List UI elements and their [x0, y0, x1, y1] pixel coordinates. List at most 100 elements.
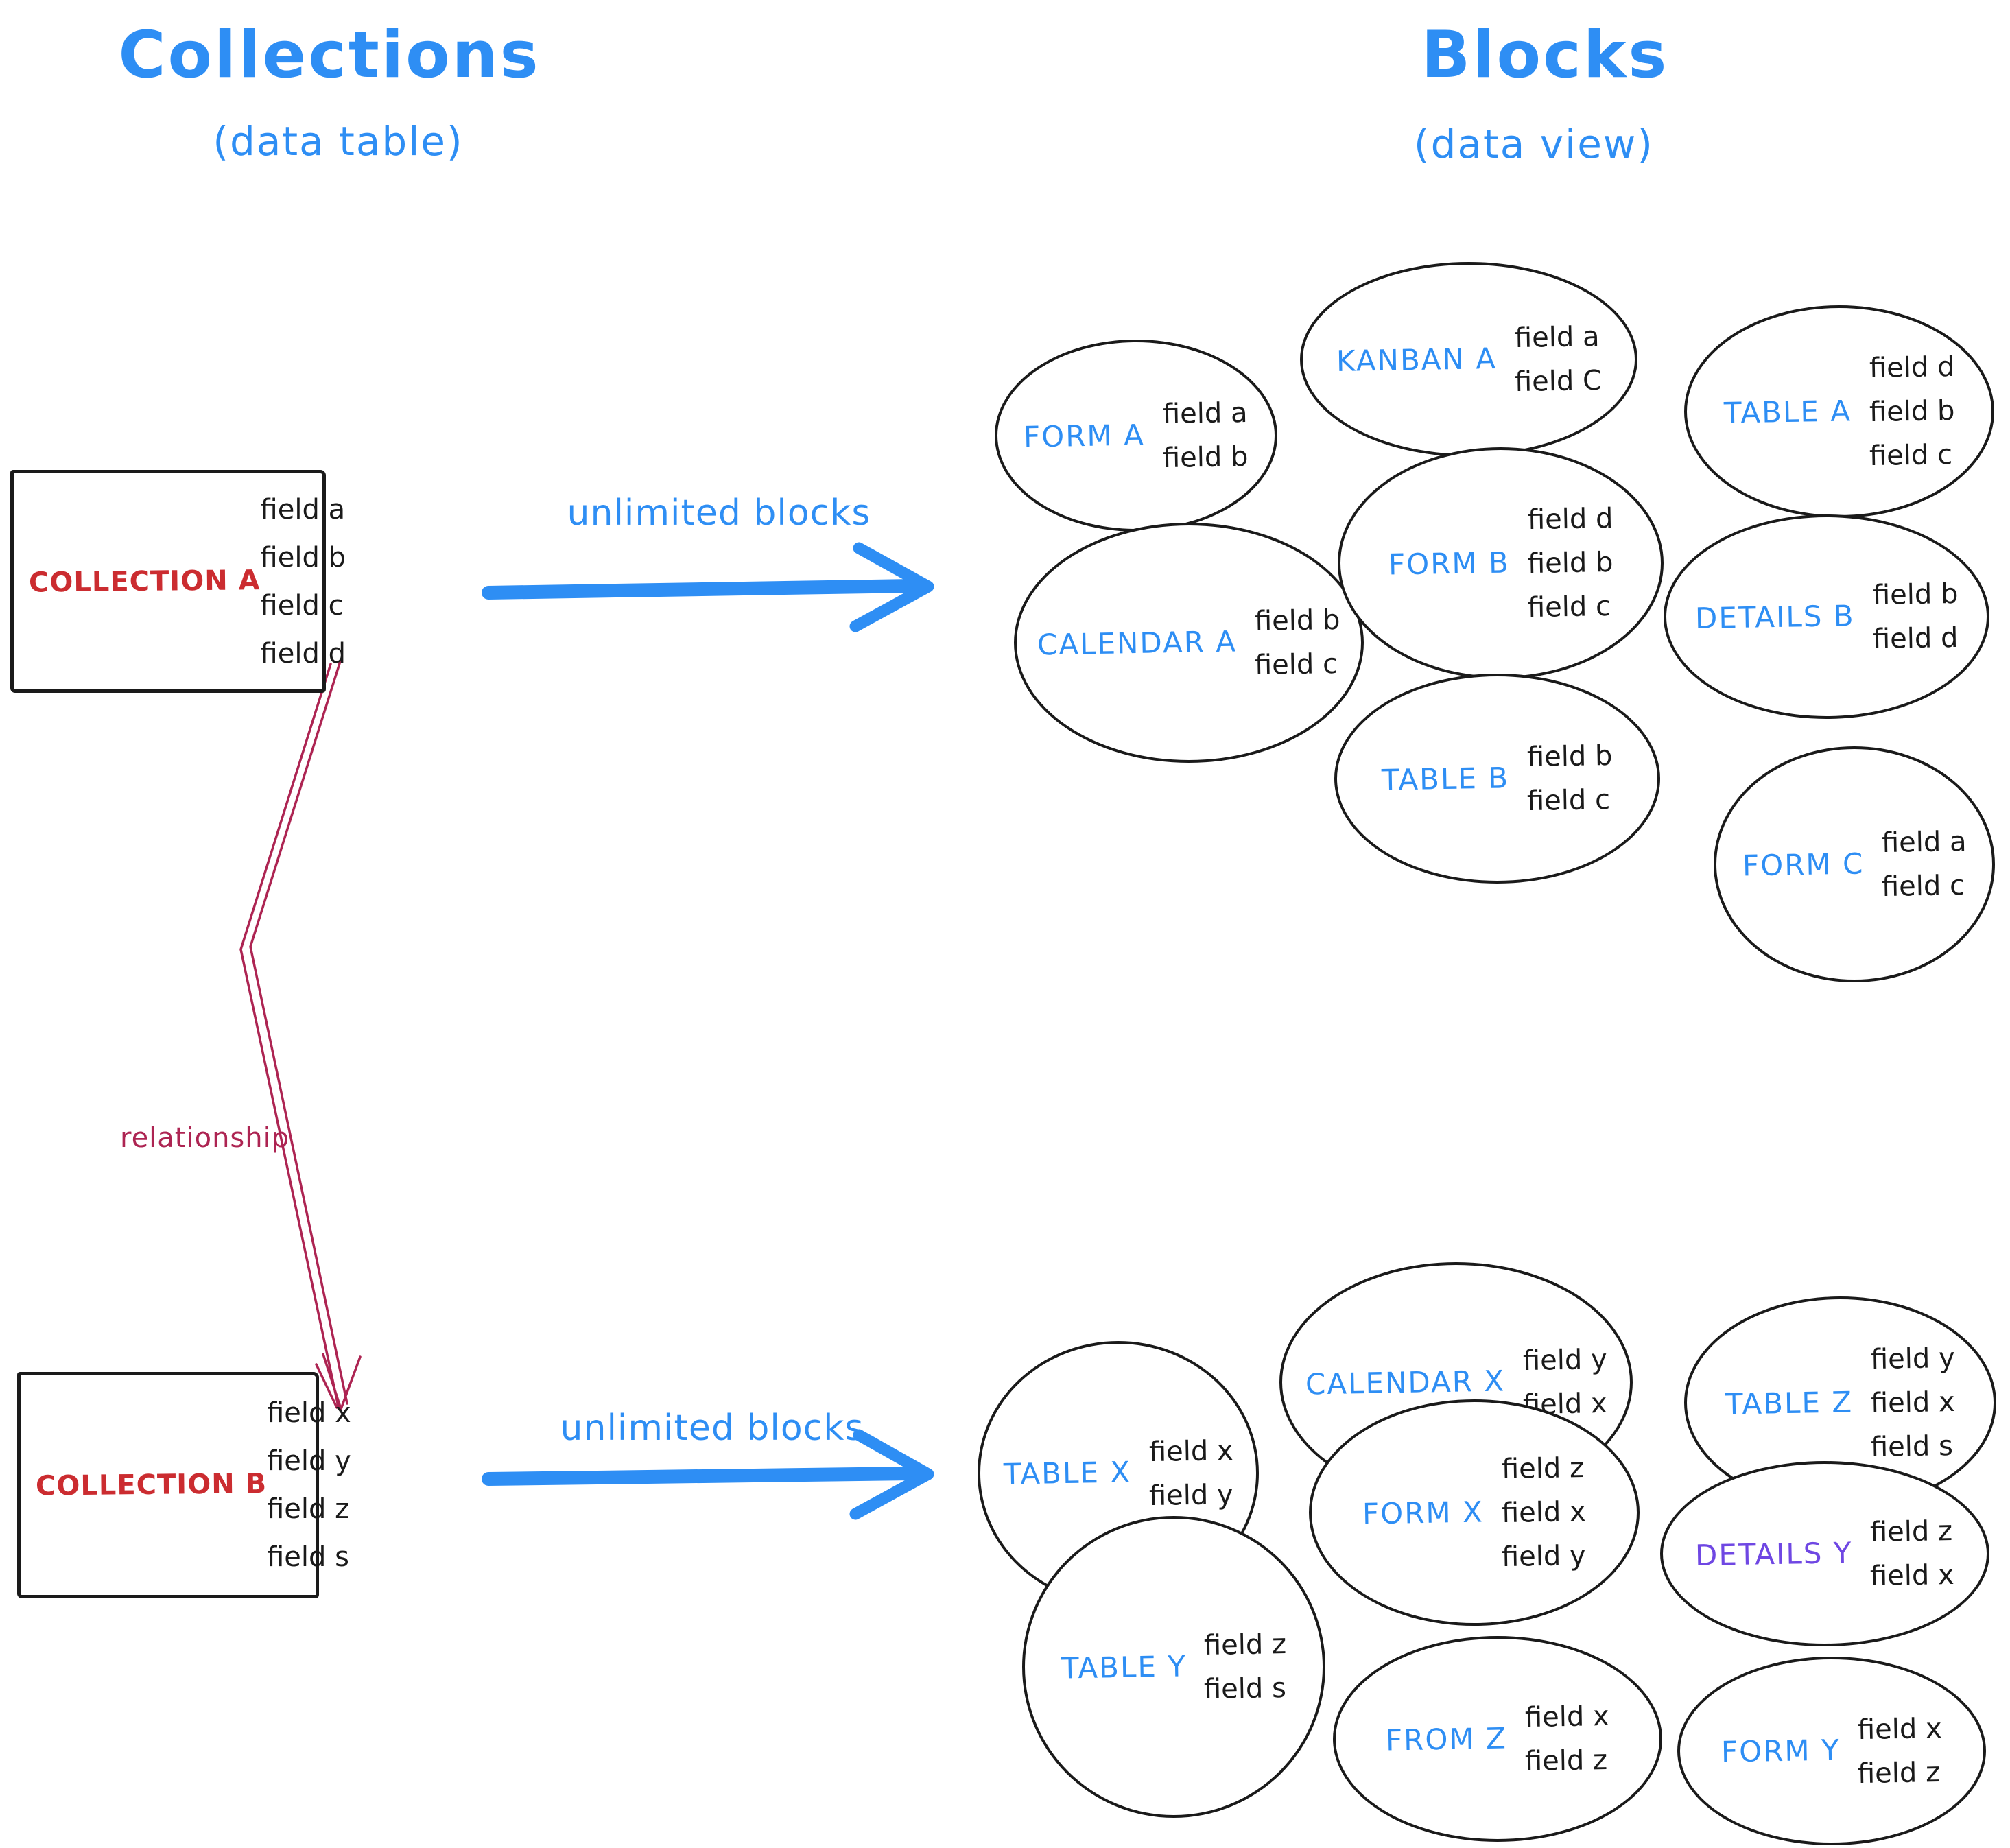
- block-field-list: field z field x field y: [1502, 1447, 1586, 1578]
- collections-title: Collections: [118, 18, 541, 93]
- block-label: FORM A: [1024, 417, 1146, 454]
- blocks-title: Blocks: [1421, 18, 1669, 93]
- block-label: TABLE B: [1381, 760, 1510, 797]
- collection-field: field z: [267, 1493, 350, 1525]
- block-label: FROM Z: [1385, 1720, 1508, 1757]
- block-form-c: FORM C field a field c: [1714, 746, 1995, 982]
- relationship-label: relationship: [120, 1122, 290, 1154]
- block-label: TABLE Z: [1725, 1384, 1854, 1421]
- block-field: field x: [1501, 1495, 1587, 1530]
- block-table-a: TABLE A field d field b field c: [1684, 305, 1994, 518]
- block-label: KANBAN A: [1336, 341, 1497, 378]
- unlimited-blocks-arrow-a: [482, 542, 934, 632]
- block-details-b: DETAILS B field b field d: [1664, 514, 1989, 719]
- block-field: field b: [1527, 546, 1613, 580]
- block-field: field b: [1526, 739, 1613, 774]
- block-field: field y: [1870, 1342, 1956, 1376]
- relationship-arrow: [239, 660, 362, 1410]
- block-field: field x: [1858, 1712, 1943, 1746]
- block-field: field b: [1872, 578, 1959, 612]
- block-form-b: FORM B field d field b field c: [1338, 447, 1664, 679]
- collections-subtitle: (data table): [213, 118, 464, 165]
- block-label: DETAILS B: [1694, 598, 1856, 635]
- block-field-list: field d field b field c: [1869, 346, 1954, 477]
- block-label: FORM X: [1362, 1494, 1485, 1531]
- collection-field-list: field a field b field c field d: [261, 486, 358, 678]
- block-label: DETAILS Y: [1694, 1535, 1853, 1572]
- block-field: field c: [1527, 590, 1611, 624]
- block-field: field d: [1869, 351, 1955, 385]
- block-details-y: DETAILS Y field z field x: [1660, 1461, 1989, 1646]
- block-form-y: FORM Y field x field z: [1677, 1657, 1986, 1845]
- block-label: FORM B: [1388, 545, 1511, 582]
- block-label: TABLE A: [1723, 393, 1852, 430]
- block-field-list: field b field c: [1526, 735, 1613, 822]
- block-field: field d: [1527, 502, 1613, 536]
- block-field: field x: [1869, 1559, 1955, 1593]
- block-label: TABLE Y: [1061, 1648, 1187, 1685]
- unlimited-blocks-label-a: unlimited blocks: [567, 493, 871, 534]
- blocks-subtitle: (data view): [1414, 121, 1654, 167]
- block-field: field y: [1148, 1478, 1233, 1512]
- unlimited-blocks-label-b: unlimited blocks: [560, 1408, 864, 1449]
- block-field: field s: [1870, 1430, 1954, 1464]
- block-form-x: FORM X field z field x field y: [1309, 1399, 1640, 1626]
- collection-label: COLLECTION B: [35, 1468, 268, 1502]
- block-field: field a: [1514, 320, 1600, 355]
- block-field: field x: [1148, 1434, 1233, 1468]
- block-field: field b: [1869, 394, 1955, 429]
- collection-field: field d: [260, 637, 346, 670]
- block-field: field c: [1526, 783, 1611, 818]
- block-field: field y: [1522, 1343, 1607, 1377]
- block-label: CALENDAR A: [1037, 624, 1238, 662]
- block-field-list: field x field y: [1148, 1430, 1233, 1517]
- block-field: field z: [1869, 1515, 1953, 1549]
- block-field: field s: [1204, 1672, 1287, 1706]
- block-field-list: field a field c: [1881, 820, 1967, 908]
- block-field: field z: [1204, 1628, 1287, 1662]
- collection-field: field b: [260, 541, 346, 573]
- collection-field: field c: [260, 589, 344, 621]
- block-field-list: field x field z: [1858, 1707, 1942, 1795]
- block-field-list: field y field x field s: [1871, 1337, 1955, 1469]
- block-field-list: field z field s: [1204, 1623, 1287, 1711]
- block-label: FORM C: [1742, 846, 1865, 883]
- block-field-list: field b field c: [1255, 599, 1340, 687]
- block-label: TABLE X: [1003, 1455, 1132, 1491]
- block-label: FORM Y: [1721, 1733, 1841, 1769]
- block-field: field a: [1881, 825, 1967, 860]
- collection-field: field s: [267, 1541, 349, 1573]
- block-label: CALENDAR X: [1305, 1363, 1506, 1401]
- block-field: field z: [1858, 1756, 1941, 1790]
- block-table-b: TABLE B field b field c: [1334, 674, 1660, 884]
- block-field: field b: [1254, 604, 1341, 638]
- block-field: field c: [1881, 869, 1965, 903]
- block-field: field z: [1524, 1744, 1608, 1778]
- block-kanban-a: KANBAN A field a field C: [1300, 262, 1637, 457]
- collection-label: COLLECTION A: [28, 564, 261, 599]
- block-field-list: field b field d: [1872, 573, 1959, 661]
- block-field-list: field d field b field c: [1527, 497, 1613, 629]
- block-field: field C: [1514, 364, 1602, 399]
- collection-field: field x: [267, 1397, 351, 1429]
- block-field: field x: [1870, 1386, 1956, 1420]
- collection-field: field a: [260, 493, 346, 525]
- block-field: field d: [1872, 621, 1959, 656]
- block-calendar-a: CALENDAR A field b field c: [1014, 523, 1364, 763]
- block-field: field c: [1254, 648, 1338, 682]
- block-field-list: field a field C: [1514, 316, 1602, 403]
- block-field: field b: [1162, 440, 1249, 475]
- block-table-y: TABLE Y field z field s: [1022, 1516, 1325, 1818]
- block-field: field c: [1869, 438, 1953, 473]
- block-field: field y: [1501, 1539, 1587, 1574]
- block-field-list: field z field x: [1870, 1510, 1954, 1598]
- block-field: field z: [1501, 1452, 1585, 1486]
- collection-box-collection-a: COLLECTION A field a field b field c field d: [10, 470, 346, 693]
